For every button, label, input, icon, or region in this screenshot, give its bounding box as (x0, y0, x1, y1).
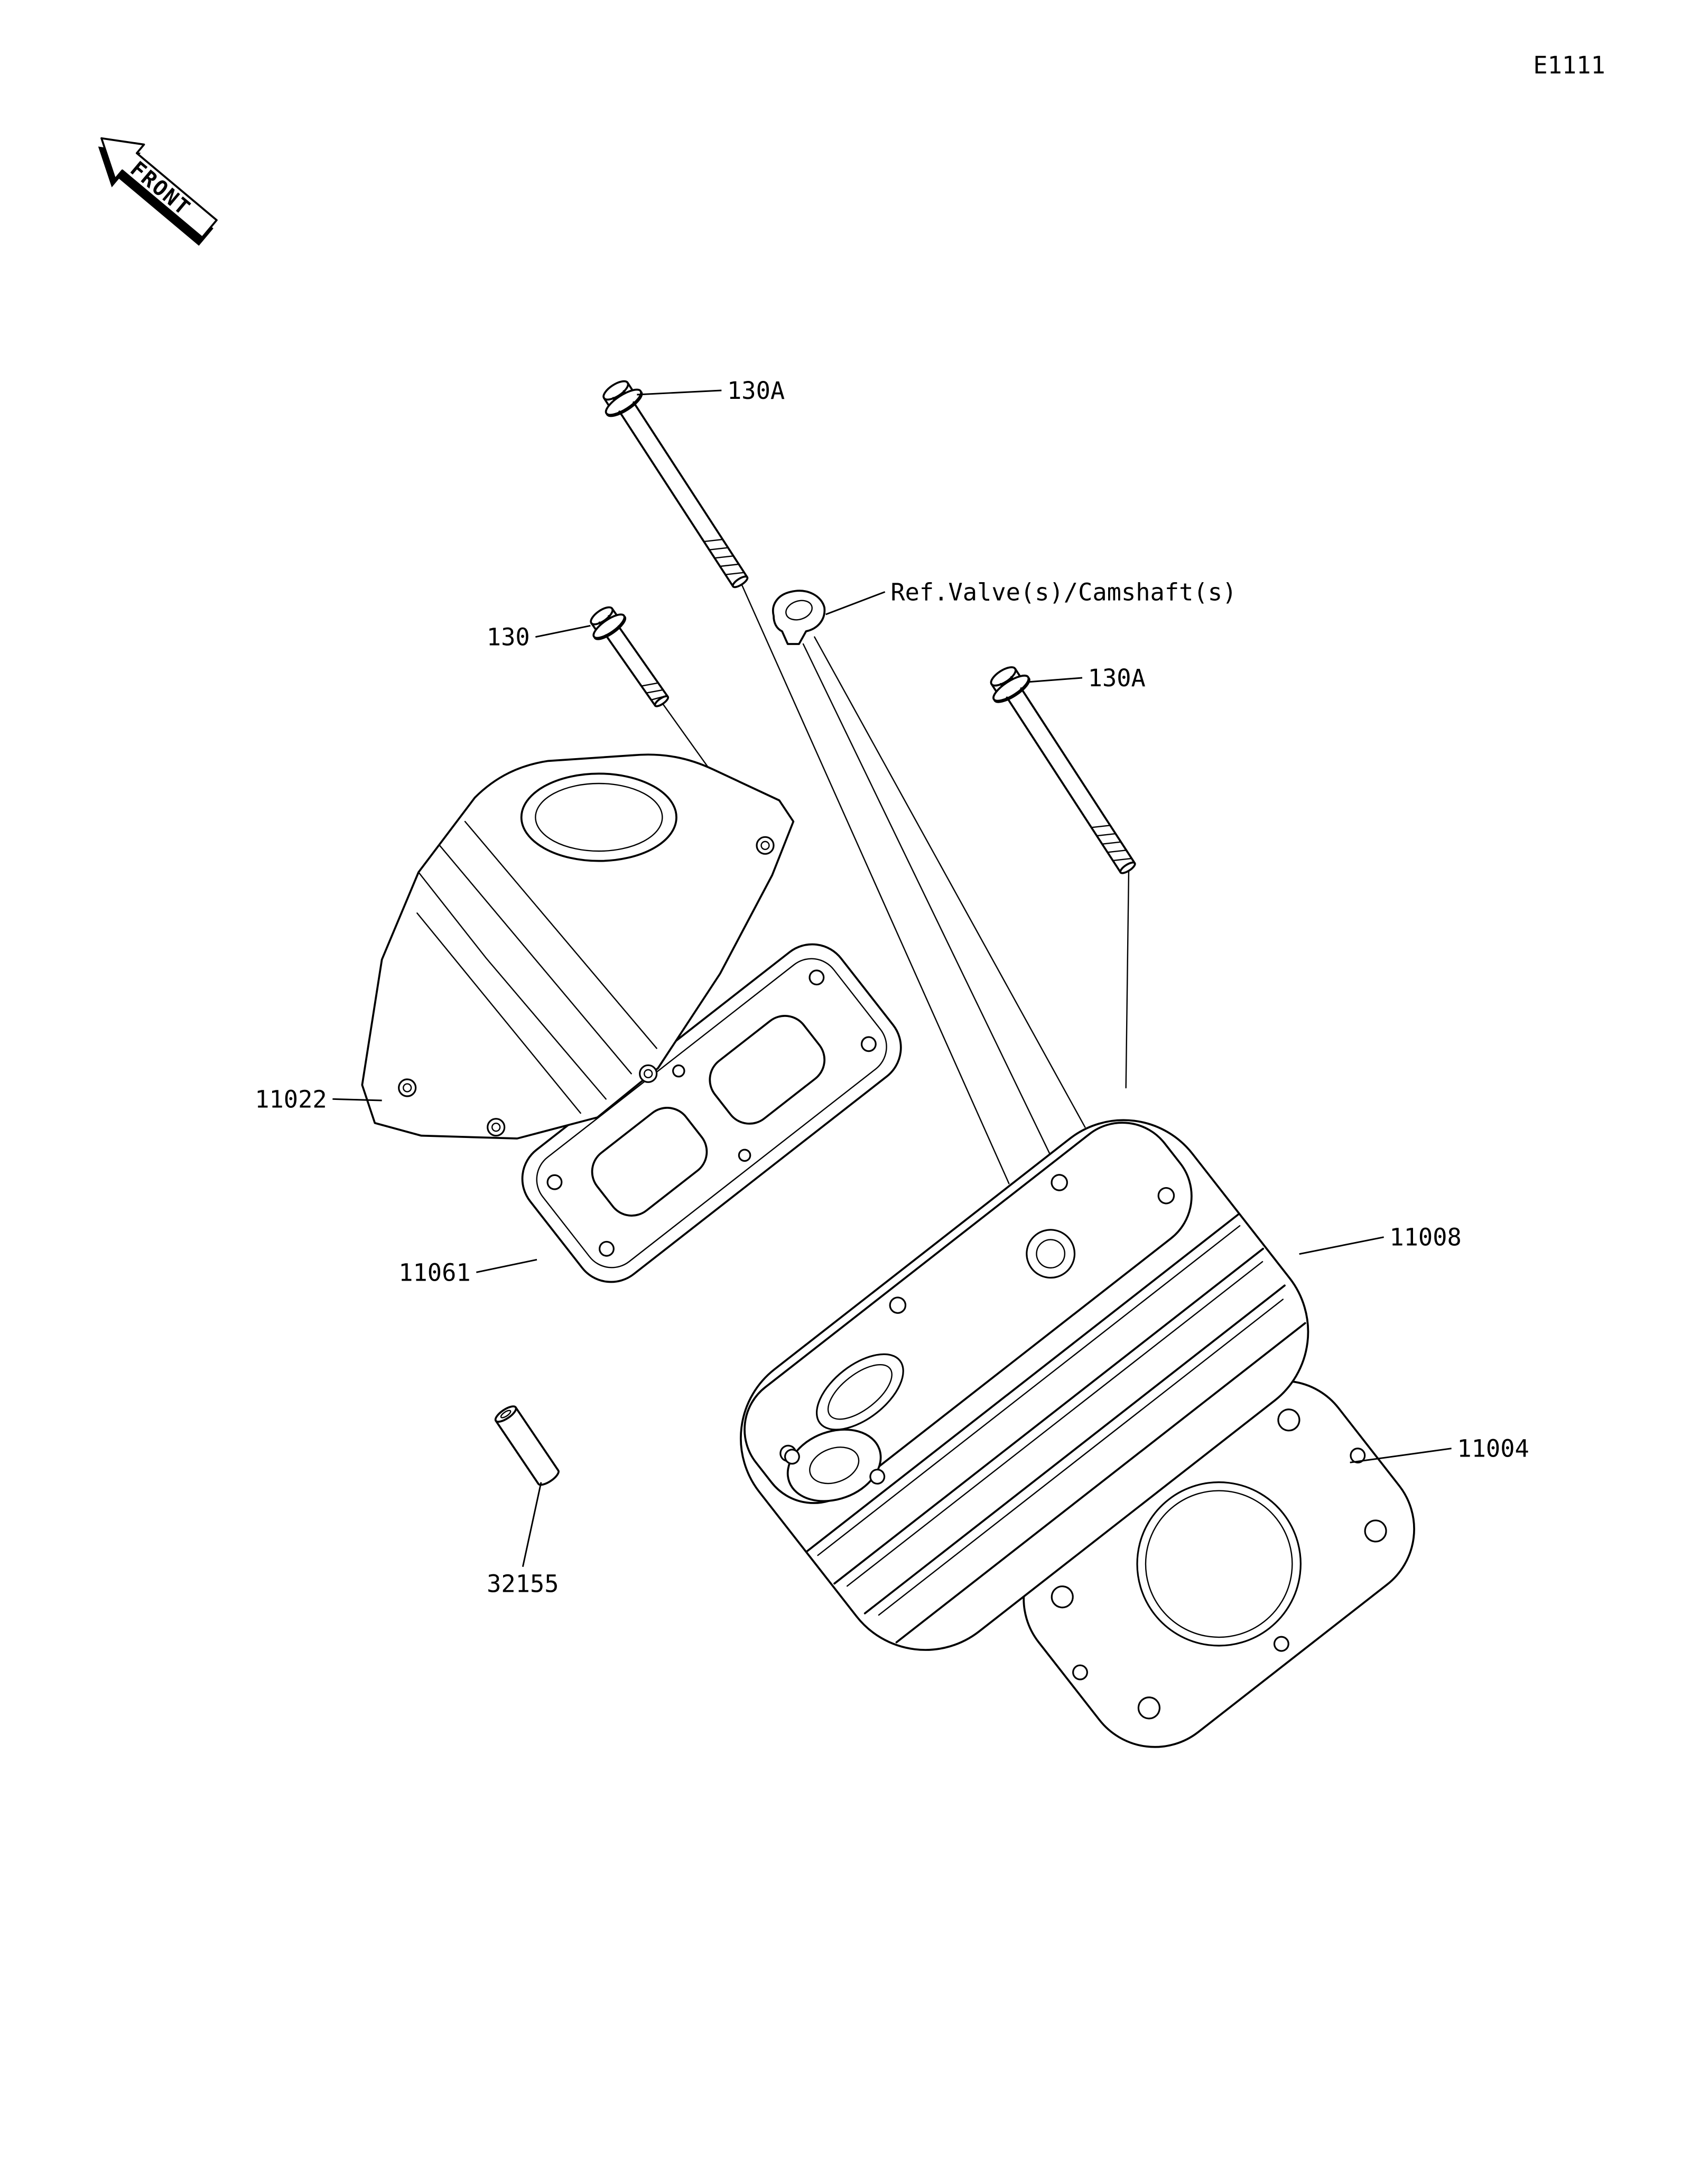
callout-ref-label: Ref.Valve(s)/Camshaft(s) (890, 578, 1237, 606)
callout-ref-leader (825, 591, 886, 615)
callout-11008-label: 11008 (1389, 1224, 1461, 1252)
callout-11022-label: 11022 (255, 1085, 327, 1113)
callout-130-label: 130 (487, 623, 530, 651)
callout-130a-top-leader (637, 389, 722, 396)
cylinder-head-cover-part (361, 753, 795, 1140)
bolt-130 (582, 600, 680, 715)
bolt-130a-top (594, 373, 760, 597)
cover-opening (520, 772, 677, 862)
callout-32155-label: 32155 (487, 1570, 559, 1598)
bolt-130a-right (982, 659, 1148, 883)
front-arrow-body (100, 137, 218, 239)
callout-32155-leader (522, 1482, 542, 1567)
page-code: E1111 (1533, 51, 1605, 79)
cooling-fins (806, 1214, 1306, 1644)
intake-flange (784, 1429, 886, 1502)
callout-130a-top-label: 130A (727, 377, 785, 405)
cover-ribs (416, 820, 657, 1114)
callout-130a-right-leader (1027, 677, 1083, 683)
callouts: 130A 130 Ref.Valve(s)/Camshaft(s) 130A 1… (255, 377, 1529, 1598)
callout-11004-leader (1350, 1448, 1452, 1463)
callout-11061-leader (476, 1258, 537, 1273)
cylinder-head-part (740, 1119, 1309, 1651)
head-deck (744, 1122, 1193, 1504)
cover-bolt-bosses (398, 836, 775, 1137)
cover-gasket-part (521, 943, 902, 1283)
front-arrow: FRONT (98, 137, 218, 246)
callout-11022-leader (332, 1098, 382, 1102)
pipe-dowel-part (494, 1405, 560, 1486)
callout-130a-right-label: 130A (1088, 664, 1146, 692)
callout-11008-leader (1299, 1236, 1384, 1255)
callout-130-leader (535, 624, 591, 638)
cylinder-head-gasket-part (1023, 1380, 1415, 1748)
callout-11061-label: 11061 (398, 1258, 470, 1286)
cam-bracket-washer (772, 590, 826, 645)
callout-11004-label: 11004 (1457, 1435, 1529, 1463)
